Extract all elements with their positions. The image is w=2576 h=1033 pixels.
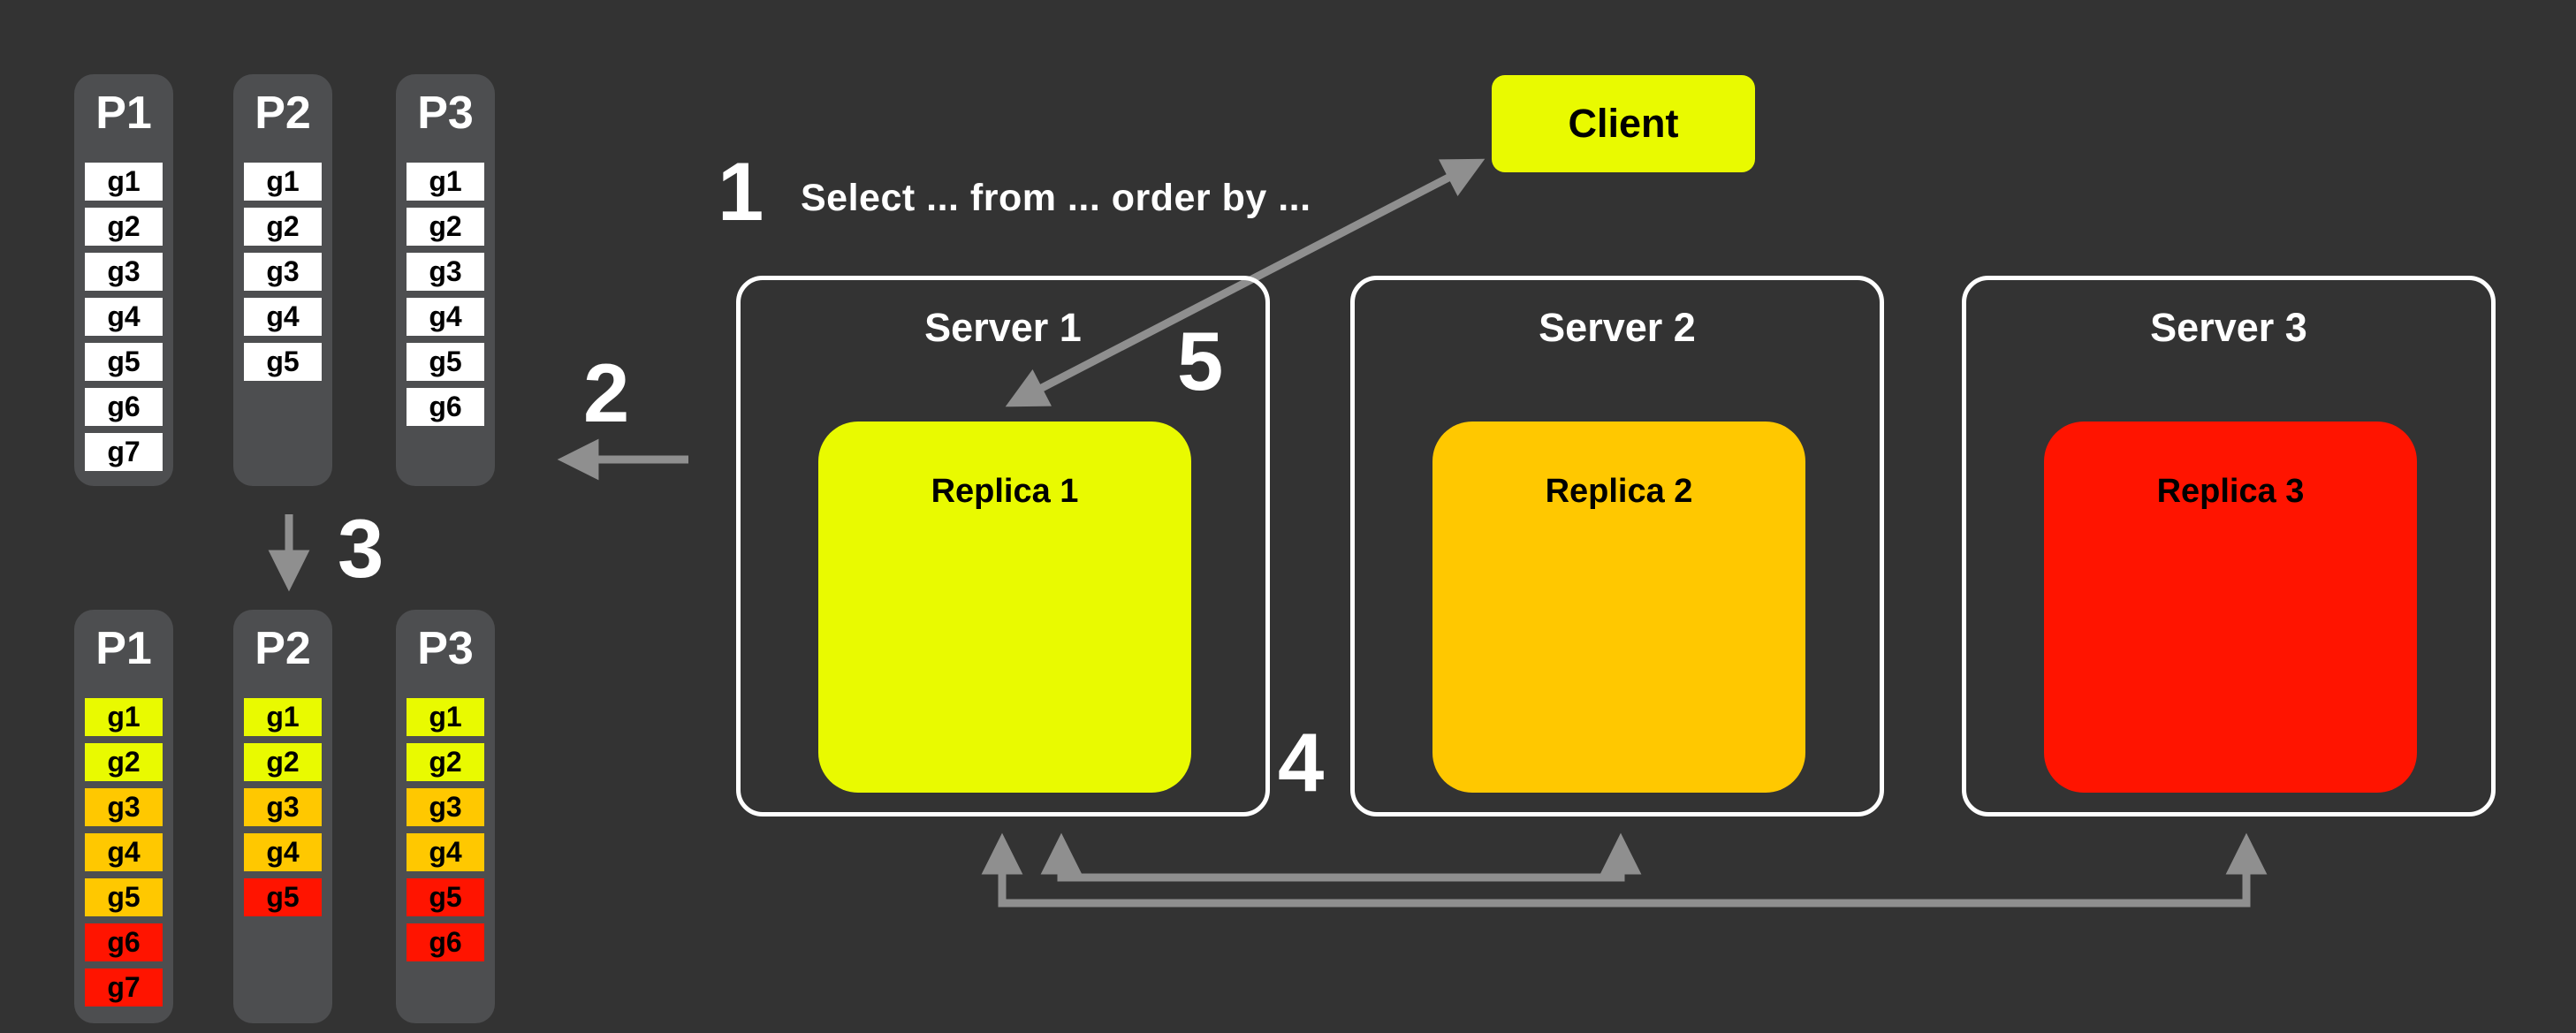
- shard-item: g5: [85, 878, 163, 916]
- shard-item: g3: [85, 788, 163, 826]
- shard-item: g5: [407, 878, 484, 916]
- shard-item: g5: [244, 343, 322, 381]
- shard-item: g6: [85, 388, 163, 426]
- shard-item: g4: [244, 833, 322, 871]
- shard-item: g3: [407, 788, 484, 826]
- server-1-box: Server 1 Replica 1: [736, 276, 1270, 817]
- replica-label: Replica 1: [931, 473, 1079, 510]
- sync-arrow-server1-server3: [981, 832, 2268, 908]
- shard-item: g7: [85, 968, 163, 1006]
- partition-title: P1: [95, 87, 152, 139]
- shard-item: g6: [85, 923, 163, 961]
- shard-item: g3: [244, 253, 322, 291]
- shard-item: g4: [407, 833, 484, 871]
- step-1-number: 1: [718, 145, 764, 238]
- shard-item: g2: [244, 743, 322, 781]
- partition-before-p3: P3 g1 g2 g3 g4 g5 g6: [396, 74, 495, 486]
- partition-before-p1: P1 g1 g2 g3 g4 g5 g6 g7: [74, 74, 173, 486]
- partition-title: P2: [255, 87, 311, 139]
- shard-item: g2: [244, 208, 322, 246]
- shard-item: g1: [85, 163, 163, 201]
- shard-item: g5: [407, 343, 484, 381]
- shard-item: g1: [85, 698, 163, 736]
- client-box: Client: [1492, 75, 1755, 172]
- partition-items: g1 g2 g3 g4 g5: [244, 698, 322, 916]
- partition-title: P3: [417, 87, 474, 139]
- shard-item: g4: [244, 298, 322, 336]
- step-2-number: 2: [583, 346, 630, 439]
- replica-2-box: Replica 2: [1432, 422, 1805, 793]
- partition-items: g1 g2 g3 g4 g5 g6: [407, 163, 484, 426]
- shard-item: g1: [244, 698, 322, 736]
- partition-after-p3: P3 g1 g2 g3 g4 g5 g6: [396, 610, 495, 1023]
- shard-item: g3: [85, 253, 163, 291]
- replica-1-box: Replica 1: [818, 422, 1191, 793]
- shard-item: g6: [407, 923, 484, 961]
- server-3-box: Server 3 Replica 3: [1962, 276, 2496, 817]
- shard-item: g2: [407, 743, 484, 781]
- partition-after-p1: P1 g1 g2 g3 g4 g5 g6 g7: [74, 610, 173, 1023]
- step-3-number: 3: [338, 502, 384, 595]
- partition-items: g1 g2 g3 g4 g5 g6 g7: [85, 698, 163, 1006]
- step-4-number: 4: [1278, 716, 1325, 809]
- step-5-number: 5: [1177, 315, 1224, 407]
- shard-item: g1: [244, 163, 322, 201]
- shard-item: g4: [407, 298, 484, 336]
- replica-label: Replica 3: [2156, 473, 2305, 510]
- shard-item: g1: [407, 698, 484, 736]
- shard-item: g2: [407, 208, 484, 246]
- shard-item: g4: [85, 298, 163, 336]
- sync-arrow-server1-server2: [1040, 832, 1642, 882]
- partition-title: P2: [255, 623, 311, 674]
- partition-title: P3: [417, 623, 474, 674]
- partition-title: P1: [95, 623, 152, 674]
- shard-item: g7: [85, 433, 163, 471]
- shard-item: g1: [407, 163, 484, 201]
- partition-before-p2: P2 g1 g2 g3 g4 g5: [233, 74, 332, 486]
- shard-item: g3: [244, 788, 322, 826]
- replica-label: Replica 2: [1545, 473, 1693, 510]
- partition-items: g1 g2 g3 g4 g5 g6: [407, 698, 484, 961]
- shard-item: g6: [407, 388, 484, 426]
- server-title: Server 3: [2150, 305, 2307, 350]
- shard-item: g2: [85, 208, 163, 246]
- shard-item: g5: [244, 878, 322, 916]
- shard-item: g3: [407, 253, 484, 291]
- shard-item: g2: [85, 743, 163, 781]
- shard-item: g4: [85, 833, 163, 871]
- server-title: Server 2: [1539, 305, 1696, 350]
- partition-after-p2: P2 g1 g2 g3 g4 g5: [233, 610, 332, 1023]
- replica-3-box: Replica 3: [2044, 422, 2417, 793]
- shard-item: g5: [85, 343, 163, 381]
- server-title: Server 1: [924, 305, 1082, 350]
- partition-items: g1 g2 g3 g4 g5 g6 g7: [85, 163, 163, 471]
- query-text: Select ... from ... order by ...: [801, 177, 1311, 219]
- server-2-box: Server 2 Replica 2: [1350, 276, 1884, 817]
- partition-items: g1 g2 g3 g4 g5: [244, 163, 322, 381]
